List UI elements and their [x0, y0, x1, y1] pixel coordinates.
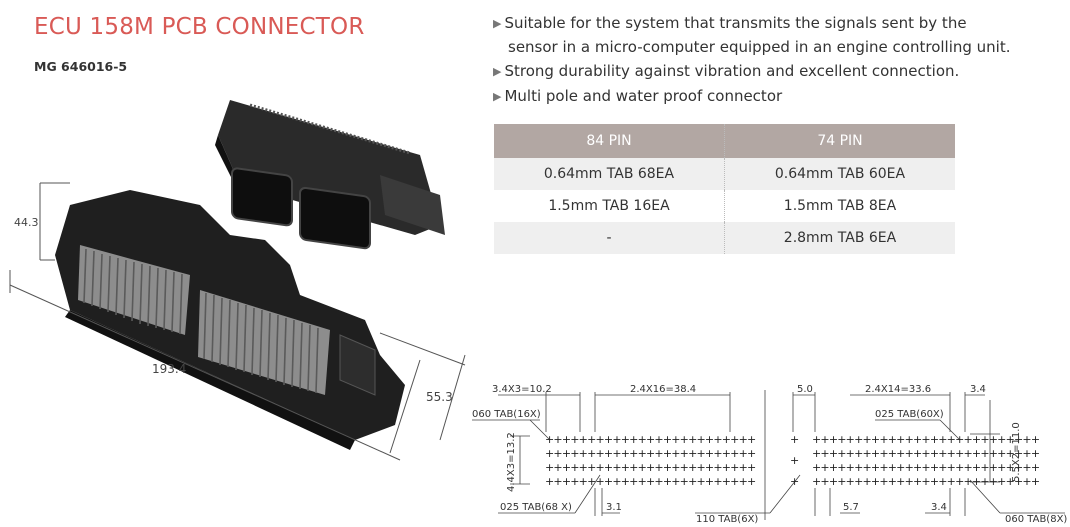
spec-table: 84 PIN 74 PIN 0.64mm TAB 68EA 0.64mm TAB… [494, 124, 955, 254]
table-row: 1.5mm TAB 16EA 1.5mm TAB 8EA [494, 190, 955, 222]
feature-item: ▶Multi pole and water proof connector [493, 87, 782, 105]
pin-grid-right: ++++++++++++++++++++++++++++ +++++++++++… [790, 433, 1041, 488]
table-cell: 2.8mm TAB 6EA [724, 222, 955, 254]
dim-left-top-a: 3.4X3=10.2 [492, 384, 552, 395]
table-cell: 1.5mm TAB 8EA [724, 190, 955, 222]
triangle-bullet-icon: ▶ [493, 90, 502, 103]
feature-text: Suitable for the system that transmits t… [504, 14, 967, 32]
tab-label-060-16x: 060 TAB(16X) [472, 409, 541, 420]
dim-height: 44.3 [14, 216, 39, 229]
triangle-bullet-icon: ▶ [493, 65, 502, 78]
svg-text:+++++++++++++++++++++++++: +++++++++++++++++++++++++ [545, 475, 756, 488]
feature-item: ▶Suitable for the system that transmits … [493, 14, 967, 32]
triangle-bullet-icon: ▶ [493, 17, 502, 30]
dim-left-side: 4.4X3=13.2 [506, 432, 517, 492]
dim-left-top-b: 2.4X16=38.4 [630, 384, 696, 395]
table-cell: 0.64mm TAB 60EA [724, 158, 955, 190]
table-row: 0.64mm TAB 68EA 0.64mm TAB 60EA [494, 158, 955, 190]
svg-text:+: + [790, 433, 799, 446]
dim-right-top-c: 3.4 [970, 384, 986, 395]
tab-label-110-6x: 110 TAB(6X) [696, 514, 758, 525]
svg-text:+: + [790, 454, 799, 467]
feature-item: ▶Strong durability against vibration and… [493, 62, 959, 80]
svg-text:+: + [790, 475, 799, 488]
column-header-74-pin: 74 PIN [724, 124, 955, 158]
tab-label-060-8x: 060 TAB(8X) [1005, 514, 1067, 525]
table-cell: 1.5mm TAB 16EA [548, 198, 670, 214]
connector-top-view [215, 100, 445, 250]
dim-length: 193.4 [152, 362, 186, 376]
feature-text: Multi pole and water proof connector [504, 87, 783, 105]
pin-layout-diagram: +++++++++++++++++++++++++ ++++++++++++++… [472, 384, 1067, 525]
column-header-84-pin: 84 PIN [494, 124, 725, 158]
svg-text:+++++++++++++++++++++++++++: +++++++++++++++++++++++++++ [812, 433, 1040, 446]
dim-right-top-a: 5.0 [797, 384, 813, 395]
connector-main-view [55, 190, 405, 450]
svg-text:+++++++++++++++++++++++++: +++++++++++++++++++++++++ [545, 461, 756, 474]
feature-text: Strong durability against vibration and … [504, 62, 960, 80]
table-header-row: 84 PIN 74 PIN [494, 124, 955, 158]
dim-right-bottom-a: 5.7 [843, 502, 859, 513]
table-row: - 2.8mm TAB 6EA [494, 222, 955, 254]
table-cell: 0.64mm TAB 68EA [494, 158, 725, 190]
svg-text:+++++++++++++++++++++++++++: +++++++++++++++++++++++++++ [812, 461, 1040, 474]
dim-right-side: 5.5X2=11.0 [1011, 422, 1022, 482]
photo-dimension-lines [9, 182, 466, 461]
dim-right-bottom-b: 3.4 [931, 502, 947, 513]
svg-text:+++++++++++++++++++++++++++: +++++++++++++++++++++++++++ [812, 475, 1040, 488]
connector-photo: 44.3 193.4 55.3 [9, 100, 466, 461]
pin-grid-left: +++++++++++++++++++++++++ ++++++++++++++… [545, 433, 757, 488]
table-cell: - [494, 222, 725, 254]
part-number: MG 646016-5 [34, 59, 128, 74]
svg-text:+++++++++++++++++++++++++: +++++++++++++++++++++++++ [545, 447, 756, 460]
dim-right-top-b: 2.4X14=33.6 [865, 384, 931, 395]
dim-depth: 55.3 [426, 390, 453, 404]
svg-text:+++++++++++++++++++++++++: +++++++++++++++++++++++++ [545, 433, 756, 446]
svg-text:+++++++++++++++++++++++++++: +++++++++++++++++++++++++++ [812, 447, 1040, 460]
dim-left-bottom: 3.1 [606, 502, 622, 513]
feature-item-continued: sensor in a micro-computer equipped in a… [508, 38, 1011, 56]
page-title: ECU 158M PCB CONNECTOR [34, 14, 365, 40]
tab-label-025-68x: 025 TAB(68 X) [500, 502, 572, 513]
tab-label-025-60x: 025 TAB(60X) [875, 409, 944, 420]
